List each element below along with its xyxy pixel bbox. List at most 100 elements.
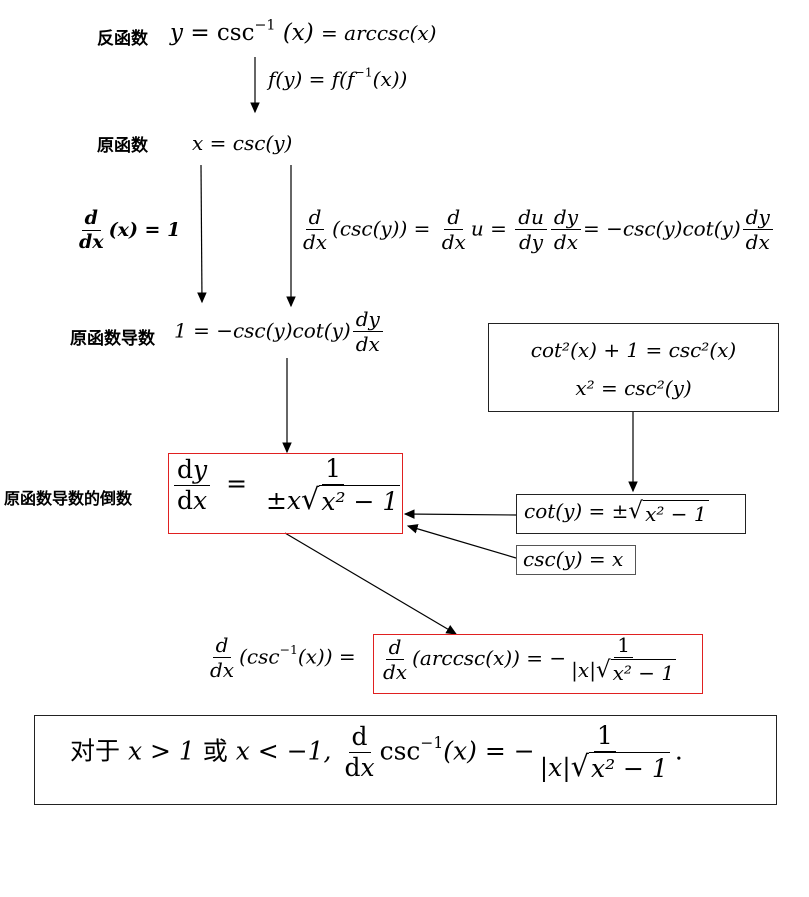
frac-num: dy [352, 308, 383, 332]
final-csc: csc [379, 736, 421, 766]
final-statement-box [34, 715, 777, 805]
sqrt: √x² − 1 [570, 748, 670, 783]
arrow-csc-to-reciprocal [406, 524, 517, 559]
final-period: . [674, 736, 683, 766]
frac-den: dy [518, 230, 544, 254]
label-inverse-function: 反函数 [97, 29, 148, 49]
csc-inv-lhs-end: (x)) = [297, 644, 356, 669]
u-equals: u = [470, 216, 507, 241]
composition-sup: −1 [354, 64, 373, 80]
d-upright: d [177, 455, 194, 484]
frac-num: d [348, 722, 371, 753]
frac-den: |x|√x² − 1 [568, 658, 679, 685]
frac-num: 1 [614, 634, 633, 658]
pm-x: ±x [266, 485, 302, 515]
final-cond2: x < −1, [235, 736, 332, 766]
sqrt: √x² − 1 [628, 498, 709, 526]
csc-y-paren: (csc(y)) = [332, 216, 431, 241]
frac-num: dy [174, 455, 211, 486]
frac-d-dx: d dx [76, 207, 107, 254]
arrow-x-derivative [197, 164, 207, 304]
final-or: 或 [202, 736, 228, 766]
arrow-reciprocal-to-result [284, 532, 458, 635]
frac-num: du [515, 206, 547, 230]
final-cond1: x > 1 [127, 736, 195, 766]
y-var: y [193, 455, 208, 484]
reciprocal-box [168, 453, 403, 534]
frac-den: dx [383, 659, 408, 684]
sqrt: √x² − 1 [595, 657, 677, 685]
frac-num: d [385, 635, 405, 660]
eq-sign: = [190, 20, 210, 46]
final-prefix: 对于 [70, 736, 121, 766]
arccsc-paren: (arccsc(x)) = − [412, 646, 567, 670]
var-y: y [170, 20, 183, 46]
chain-rhs: = −csc(y)cot(y) [583, 216, 741, 241]
frac-den: dx [79, 230, 104, 253]
frac-final: 1|x|√x² − 1 [537, 721, 673, 784]
frac-den: dx [344, 752, 375, 782]
frac-den: dx [355, 332, 380, 356]
eq-cot-y: cot(y) = ±√x² − 1 [524, 499, 709, 526]
eq-composition: f(y) = f(f−1(x)) [268, 64, 408, 91]
final-after: (x) = − [443, 736, 535, 766]
abs-x: |x| [539, 752, 571, 782]
identity-box [488, 323, 779, 412]
sqrt-body: x² − 1 [610, 659, 677, 685]
frac-num: d [305, 206, 325, 230]
frac-num: 1 [322, 454, 345, 485]
frac-num: dy [550, 206, 581, 230]
frac-den: |x|√x² − 1 [537, 748, 673, 784]
frac-num: d [81, 207, 101, 231]
identity-line-1: cot²(x) + 1 = csc²(x) [530, 338, 737, 362]
d-upright: d [177, 485, 194, 515]
frac-num: dy [742, 206, 773, 230]
label-original-function: 原函数 [97, 136, 148, 156]
eq-sign: = [226, 469, 248, 499]
identity-line-2: x² = csc²(y) [575, 376, 692, 400]
arg-x: (x) [282, 20, 314, 46]
sqrt-body: x² − 1 [643, 500, 709, 526]
arccsc-rhs: = arccsc(x) [321, 21, 437, 45]
eq-csc-y-equals-x: csc(y) = x [523, 547, 624, 571]
frac-one-over-abs-root: 1|x|√x² − 1 [568, 634, 679, 685]
label-original-derivative: 原函数导数 [70, 329, 155, 349]
csc-inv-sup: −1 [279, 642, 298, 658]
eq-inverse-definition: y = csc−1 (x) = arccsc(x) [170, 17, 437, 46]
frac-den: dx [303, 230, 328, 254]
inverse-sup: −1 [254, 17, 276, 34]
frac-num: d [212, 634, 232, 658]
frac-den: dx [177, 485, 208, 515]
frac-den: dx [553, 230, 578, 254]
frac-den: dx [745, 230, 770, 254]
result-box [373, 634, 703, 694]
sqrt-body: x² − 1 [319, 484, 401, 516]
eq-x-equals-csc-y: x = csc(y) [192, 131, 293, 155]
frac-num: d [444, 206, 464, 230]
abs-x: |x| [571, 658, 596, 682]
composition-end: (x)) [372, 67, 408, 91]
cot-y-equals: cot(y) = ± [524, 499, 629, 523]
frac-den: dx [210, 658, 235, 682]
frac-one-over-root: 1±x√x² − 1 [263, 454, 403, 517]
d-upright: d [344, 752, 361, 782]
final-inv-sup: −1 [420, 733, 444, 752]
csc-text: csc [216, 20, 255, 46]
frac-den: dx [441, 230, 466, 254]
sqrt-body: x² − 1 [588, 751, 670, 783]
